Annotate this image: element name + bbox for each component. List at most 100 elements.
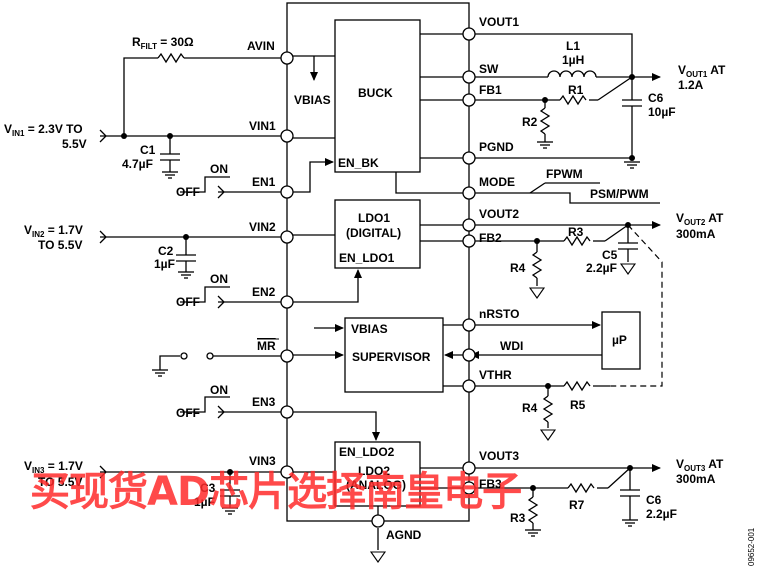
label-vin2-input: VIN2 = 1.7V xyxy=(24,223,83,239)
watermark-text: 买现货AD芯片选择南皇电子 xyxy=(30,469,521,515)
supervisor-block xyxy=(344,317,444,393)
label-off3: OFF xyxy=(176,406,200,420)
label-l1: L1 xyxy=(566,39,580,53)
pin-en2 xyxy=(280,295,294,309)
label-c1-value: 4.7µF xyxy=(122,157,153,171)
label-agnd: AGND xyxy=(386,528,422,542)
label-fpwm: FPWM xyxy=(546,167,583,181)
label-psm-pwm: PSM/PWM xyxy=(590,187,649,201)
label-r3-bottom: R3 xyxy=(510,511,526,525)
pin-agnd xyxy=(371,514,385,528)
label-pgnd: PGND xyxy=(479,140,514,154)
label-c5-value: 2.2µF xyxy=(586,261,617,275)
pin-mode xyxy=(462,186,476,200)
label-c6-bottom: C6 xyxy=(646,493,662,507)
label-fb3: FB3 xyxy=(479,477,502,491)
label-c3-value: 1µF xyxy=(194,495,215,509)
label-vout1-output: VOUT1 AT xyxy=(678,63,726,79)
label-vin3-input: VIN3 = 1.7V xyxy=(24,459,83,475)
label-vout3-current: 300mA xyxy=(676,472,716,486)
pin-vin2 xyxy=(280,230,294,244)
label-vin3: VIN3 xyxy=(249,454,276,468)
label-fb2: FB2 xyxy=(479,231,502,245)
label-mode: MODE xyxy=(479,175,515,189)
label-r7: R7 xyxy=(569,498,585,512)
pin-fb3 xyxy=(462,481,476,495)
pin-sw xyxy=(462,70,476,84)
label-rfilt: RFILT = 30Ω xyxy=(132,35,194,51)
label-r2: R2 xyxy=(522,115,538,129)
pin-vin1 xyxy=(280,129,294,143)
label-en3: EN3 xyxy=(252,395,276,409)
label-vin2: VIN2 xyxy=(249,220,276,234)
label-en-bk: EN_BK xyxy=(338,156,379,170)
label-buck: BUCK xyxy=(358,86,393,100)
label-micro: µP xyxy=(612,333,627,347)
label-en2: EN2 xyxy=(252,285,276,299)
label-en-ldo2: EN_LDO2 xyxy=(339,445,395,459)
label-r4-mid: R4 xyxy=(510,261,526,275)
label-c6-top-value: 10µF xyxy=(648,105,676,119)
label-ldo1-line2: (DIGITAL) xyxy=(346,226,401,240)
label-fb1: FB1 xyxy=(479,83,502,97)
label-vout2-output: VOUT2 AT xyxy=(676,211,724,227)
label-c3: C3 xyxy=(200,481,216,495)
label-vbias-internal: VBIAS xyxy=(294,93,331,107)
pin-vout1 xyxy=(462,27,476,41)
label-supervisor: SUPERVISOR xyxy=(352,350,431,364)
label-vthr: VTHR xyxy=(479,368,512,382)
label-c5: C5 xyxy=(602,248,618,262)
label-c2-value: 1µF xyxy=(154,257,175,271)
label-vout2: VOUT2 xyxy=(479,207,519,221)
label-ldo2-line2: (ANALOG) xyxy=(346,478,406,492)
label-on2: ON xyxy=(210,272,228,286)
label-vin1: VIN1 xyxy=(249,119,276,133)
microprocessor-block xyxy=(601,311,641,370)
pin-mr xyxy=(280,349,294,363)
label-en1: EN1 xyxy=(252,175,276,189)
label-nrsto: nRSTO xyxy=(479,307,519,321)
label-c6-top: C6 xyxy=(648,91,664,105)
pin-wdi xyxy=(462,348,476,362)
label-r4-bottom: R4 xyxy=(522,401,538,415)
label-ldo2-line1: LDO2 xyxy=(358,464,390,478)
label-off1: OFF xyxy=(176,185,200,199)
label-wdi: WDI xyxy=(500,339,523,353)
pin-vin3 xyxy=(280,465,294,479)
ldo1-block xyxy=(334,199,421,269)
label-vout3: VOUT3 xyxy=(479,449,519,463)
pin-fb2 xyxy=(462,234,476,248)
figure-id: 09652-001 xyxy=(747,527,756,566)
label-c1: C1 xyxy=(140,143,156,157)
label-supervisor-vbias: VBIAS xyxy=(351,322,388,336)
label-ldo1-line1: LDO1 xyxy=(358,211,390,225)
label-vin2-range: TO 5.5V xyxy=(38,238,82,252)
label-en-ldo1: EN_LDO1 xyxy=(339,251,395,265)
pin-avin xyxy=(280,51,294,65)
pin-vout2 xyxy=(462,218,476,232)
label-r5: R5 xyxy=(570,398,586,412)
label-on1: ON xyxy=(210,162,228,176)
pin-vthr xyxy=(462,379,476,393)
pin-en1 xyxy=(280,185,294,199)
label-vin3-range: TO 5.5V xyxy=(38,475,82,489)
label-r3-mid: R3 xyxy=(568,225,584,239)
label-vin1-range: 5.5V xyxy=(62,137,87,151)
pin-nrsto xyxy=(462,318,476,332)
label-vout3-output: VOUT3 AT xyxy=(676,457,724,473)
pin-en3 xyxy=(280,405,294,419)
label-c6-bottom-value: 2.2µF xyxy=(646,507,677,521)
pin-fb1 xyxy=(462,93,476,107)
buck-block xyxy=(334,19,421,173)
pin-vout3 xyxy=(462,461,476,475)
label-l1-value: 1µH xyxy=(562,53,584,67)
label-on3: ON xyxy=(210,383,228,397)
label-mr: MR xyxy=(257,339,276,353)
label-vout1: VOUT1 xyxy=(479,15,519,29)
label-r1: R1 xyxy=(568,83,584,97)
label-c2: C2 xyxy=(158,244,174,258)
label-vout2-current: 300mA xyxy=(676,227,716,241)
label-sw: SW xyxy=(479,62,499,76)
pin-pgnd xyxy=(462,151,476,165)
